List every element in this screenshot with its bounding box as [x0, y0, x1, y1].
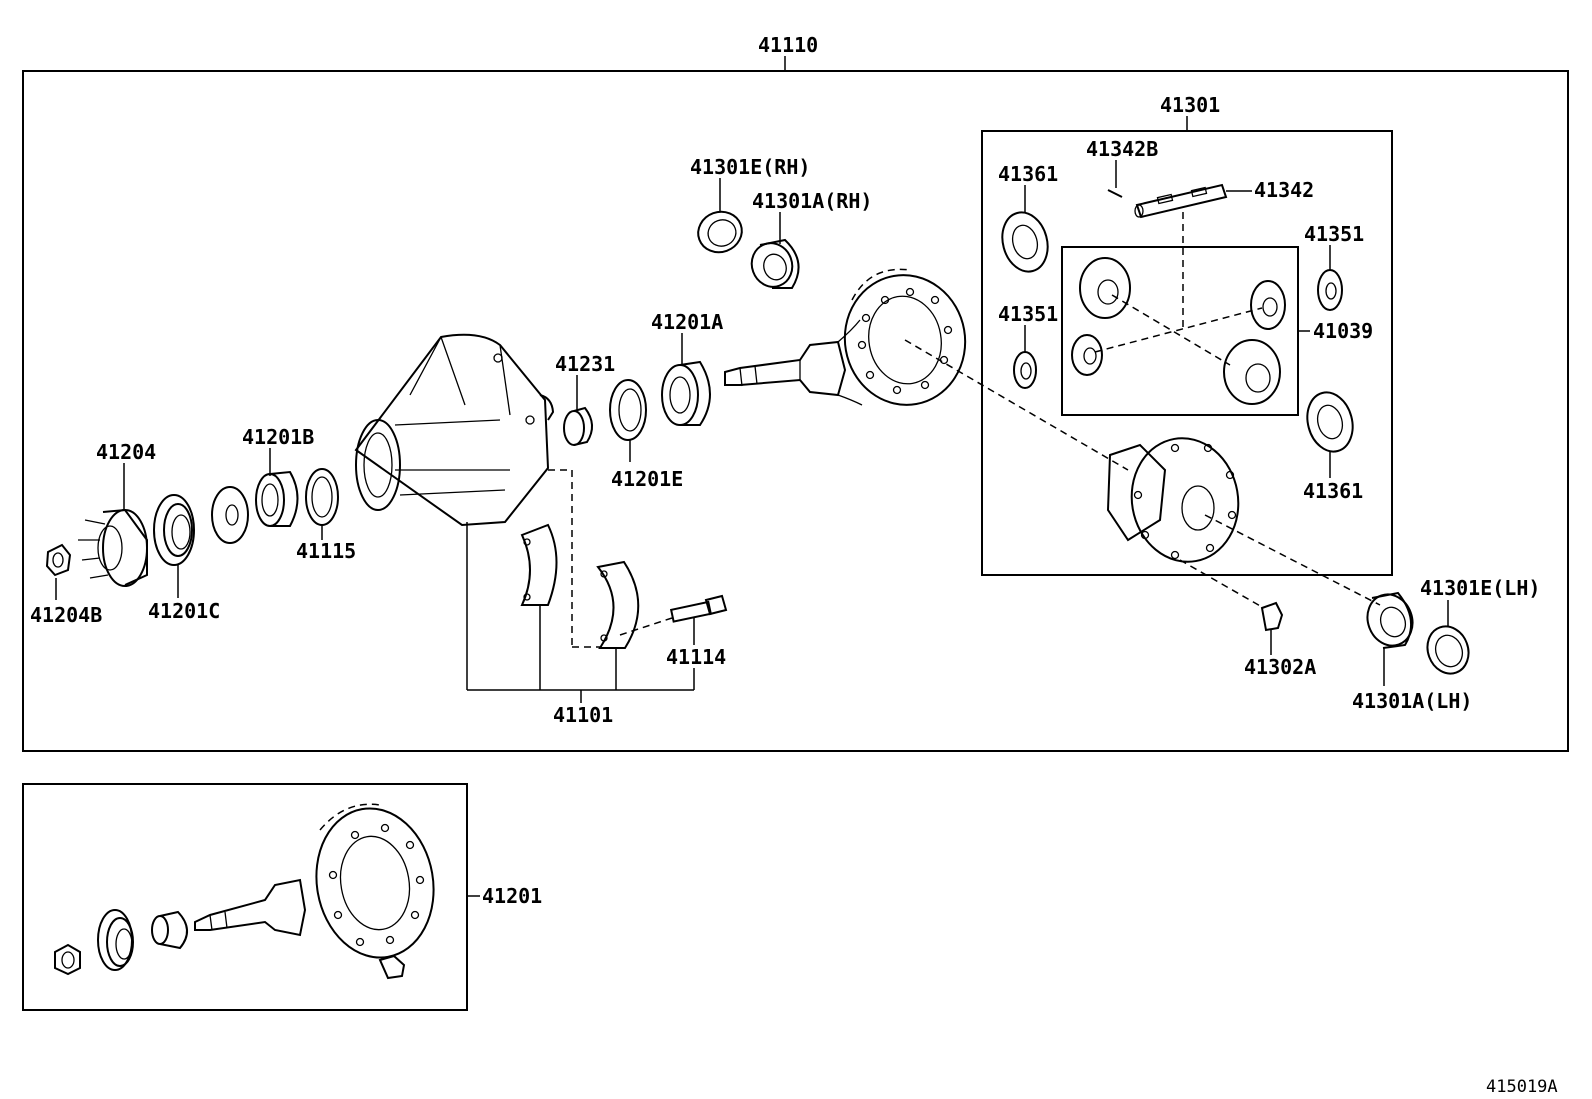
- label-41342b: 41342B: [1086, 137, 1158, 161]
- label-41201a: 41201A: [651, 310, 723, 334]
- pinion-gear-kit-frame-41039: [1061, 246, 1299, 416]
- ring-pinion-frame-41201: [22, 783, 468, 1011]
- bearing-race-drawing: [609, 379, 647, 441]
- diagram-code: 415019A: [1486, 1077, 1558, 1097]
- label-41110: 41110: [758, 33, 818, 57]
- differential-gear-drawings: [1071, 212, 1286, 405]
- label-41204: 41204: [96, 440, 156, 464]
- front-pinion-bearing-drawing: [661, 360, 711, 426]
- label-41201b: 41201B: [242, 425, 314, 449]
- slinger-washer-drawing: [211, 486, 249, 544]
- collapsible-spacer-drawing: [563, 406, 593, 446]
- label-41101: 41101: [553, 703, 613, 727]
- label-41342: 41342: [1254, 178, 1314, 202]
- side-bearing-race-rh-drawing: [697, 210, 743, 254]
- label-41361-bottom: 41361: [1303, 479, 1363, 503]
- oil-seal-drawing: [153, 494, 195, 566]
- cap-bolt-drawing: [669, 594, 728, 623]
- label-41231: 41231: [555, 352, 615, 376]
- label-41039: 41039: [1313, 319, 1373, 343]
- label-41361-top: 41361: [998, 162, 1058, 186]
- label-41302a: 41302A: [1244, 655, 1316, 679]
- label-41201e: 41201E: [611, 467, 683, 491]
- label-41351-left: 41351: [998, 302, 1058, 326]
- assembly-frame-41110: [22, 70, 1569, 752]
- differential-case-drawing: [1106, 437, 1240, 563]
- label-41301a-rh: 41301A(RH): [752, 189, 872, 213]
- subassembly-frame-41301: [981, 130, 1393, 576]
- label-41351-right: 41351: [1304, 222, 1364, 246]
- carrier-housing-drawing: [354, 333, 555, 527]
- leader-lines: [55, 160, 1449, 897]
- label-41301e-rh: 41301E(RH): [690, 155, 810, 179]
- bearing-cap-drawings: [520, 523, 640, 649]
- label-41301: 41301: [1160, 93, 1220, 117]
- companion-flange-drawing: [45, 508, 148, 587]
- label-41115: 41115: [296, 539, 356, 563]
- side-bearing-lh-drawings: [1366, 591, 1470, 675]
- ring-pinion-set-drawing: [54, 803, 435, 980]
- label-41301e-lh: 41301E(LH): [1420, 576, 1540, 600]
- label-41204b: 41204B: [30, 603, 102, 627]
- ring-pinion-gear-drawing: [724, 268, 967, 406]
- label-41301a-lh: 41301A(LH): [1352, 689, 1472, 713]
- side-bearing-rh-drawing: [750, 238, 800, 289]
- label-41201: 41201: [482, 884, 542, 908]
- spacer-drawing: [305, 468, 339, 526]
- ring-gear-bolt-drawing: [1260, 601, 1284, 632]
- pinion-shaft-drawing: [1107, 183, 1228, 219]
- label-41114: 41114: [666, 645, 726, 669]
- rear-pinion-bearing-drawing: [255, 470, 299, 527]
- label-41201c: 41201C: [148, 599, 220, 623]
